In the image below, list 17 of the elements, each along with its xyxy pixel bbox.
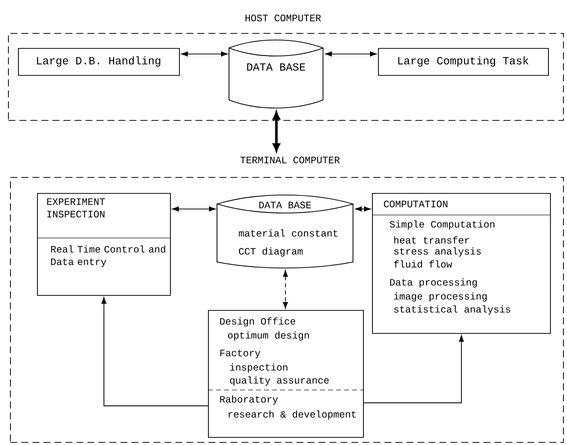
group-title: TERMINAL COMPUTER — [240, 156, 340, 164]
arrow — [363, 335, 464, 404]
process-box: Design Office optimum design Factory inspection quality assurance Raboratory research & development — [208, 310, 364, 438]
arrow — [355, 206, 371, 212]
process-box: Large Computing Task — [378, 48, 549, 76]
group-title: HOST COMPUTER — [246, 14, 321, 22]
database-cylinder: DATA BASE — [228, 40, 324, 108]
arrow — [101, 297, 208, 406]
process-box: COMPUTATION Simple Computation heat transfer stress analysis fluid flow Data processing image processing statistical analysis — [372, 193, 551, 334]
arrow — [181, 52, 228, 56]
arrow — [282, 270, 288, 309]
arrow — [172, 206, 216, 212]
database-cylinder: DATA BASE material constant CCT diagram — [216, 194, 354, 268]
arrow — [272, 112, 280, 152]
arrow — [325, 52, 377, 56]
process-box: EXPERIMENT INSPECTION Real Time Control and Data entry — [36, 193, 171, 296]
process-box: Large D.B. Handling — [18, 48, 180, 76]
